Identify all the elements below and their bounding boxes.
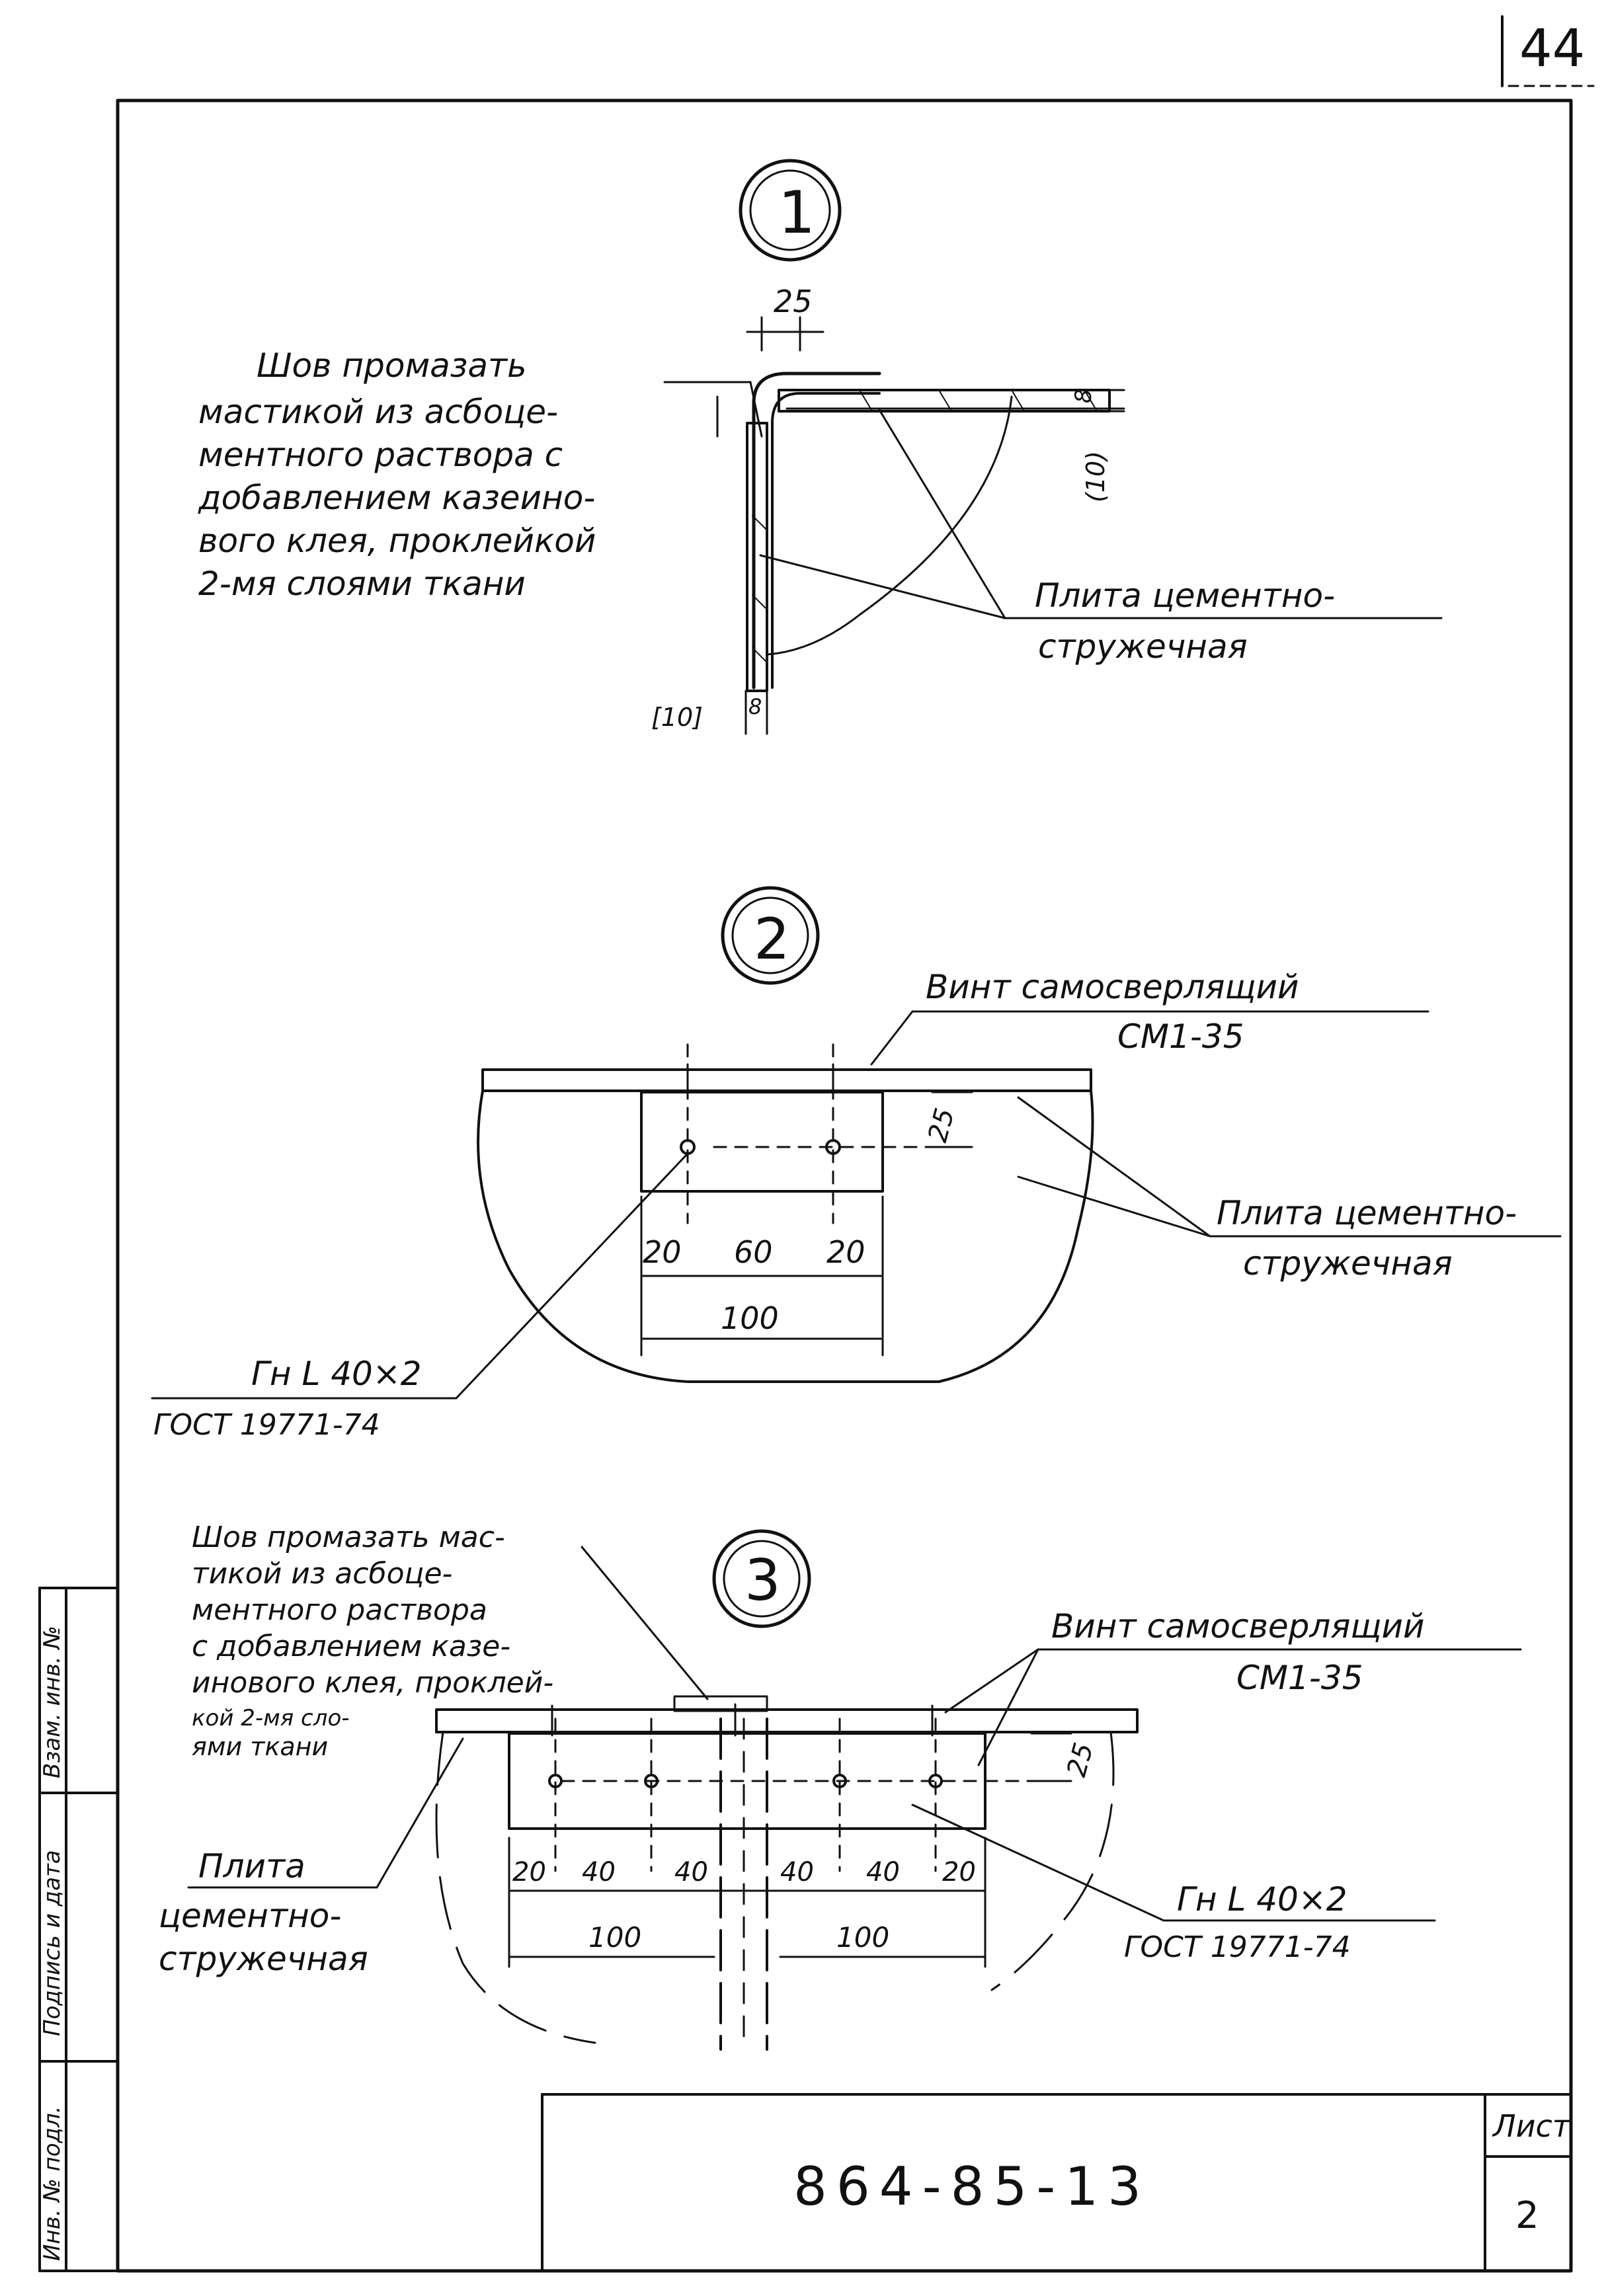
svg-text:100: 100 — [836, 1921, 889, 1954]
screw-label-3: Винт самосверлящий СМ1-35 — [944, 1607, 1522, 1766]
drawing-designation: 864-85-13 — [793, 2156, 1150, 2217]
sheet-number: 2 — [1515, 2194, 1539, 2237]
side-stamp-cell: Инв. № подл. — [39, 2106, 65, 2261]
detail-marker-3: 3 — [712, 1529, 811, 1628]
title-block: 864-85-13 Лист 2 — [541, 2093, 1572, 2272]
svg-text:инового клея, проклей-: инового клея, проклей- — [192, 1666, 553, 1700]
svg-text:[10]: [10] — [651, 703, 703, 732]
svg-text:с добавлением казе-: с добавлением казе- — [192, 1630, 510, 1663]
detail-1: 1 25 8 — [198, 159, 1443, 735]
svg-text:Винт самосверлящий: Винт самосверлящий — [1051, 1607, 1425, 1645]
svg-text:стружечная: стружечная — [159, 1940, 368, 1978]
svg-text:ями ткани: ями ткани — [192, 1732, 328, 1761]
dim-25: 25 — [746, 284, 824, 352]
side-stamp: Инв. № подл. Подпись и дата Взам. инв. № — [38, 1587, 119, 2272]
svg-text:вого клея, проклейкой: вого клея, проклейкой — [198, 522, 596, 560]
svg-text:Гн L 40×2: Гн L 40×2 — [1177, 1880, 1347, 1919]
svg-text:8: 8 — [1070, 389, 1097, 403]
page-number-block: 44 — [1501, 15, 1585, 87]
sheet-frame — [116, 99, 1573, 2273]
angle-profile-2 — [640, 1043, 967, 1224]
dims-2: 20 60 20 100 25 — [640, 1091, 973, 1357]
svg-text:2-мя слоями ткани: 2-мя слоями ткани — [198, 565, 526, 603]
svg-text:(10): (10) — [1081, 451, 1110, 502]
svg-text:100: 100 — [721, 1300, 779, 1336]
svg-text:стружечная: стружечная — [1038, 627, 1248, 666]
plate-label-2: Плита цементно- стружечная — [1017, 1096, 1562, 1283]
plate-2 — [477, 1063, 1094, 1383]
svg-text:добавлением казеино-: добавлением казеино- — [198, 479, 595, 517]
svg-text:Гн L 40×2: Гн L 40×2 — [251, 1355, 422, 1393]
side-stamp-cell: Подпись и дата — [39, 1850, 65, 2036]
detail-marker-2: 2 — [721, 886, 820, 985]
svg-text:40: 40 — [866, 1857, 900, 1887]
side-stamp-cell: Взам. инв. № — [39, 1626, 65, 1778]
svg-text:Винт самосверлящий: Винт самосверлящий — [926, 968, 1299, 1006]
dim-bottom: [10] 8 — [651, 690, 768, 735]
svg-text:ментного раствора с: ментного раствора с — [198, 436, 563, 474]
svg-text:1: 1 — [778, 178, 815, 247]
screw-label-2: Винт самосверлящий СМ1-35 — [870, 968, 1429, 1066]
svg-text:ГОСТ 19771-74: ГОСТ 19771-74 — [153, 1408, 380, 1442]
svg-text:40: 40 — [674, 1857, 708, 1887]
svg-text:25: 25 — [774, 284, 813, 319]
svg-text:20: 20 — [512, 1857, 546, 1887]
dim-right: 8 (10) — [1070, 389, 1125, 502]
svg-text:60: 60 — [734, 1234, 773, 1270]
angle-profile-3 — [508, 1718, 1059, 2051]
plate-label-1: Плита цементно- стружечная — [759, 409, 1443, 666]
svg-text:Шов промазать мас-: Шов промазать мас- — [192, 1521, 505, 1554]
svg-text:20: 20 — [826, 1234, 865, 1270]
svg-text:мастикой из асбоце-: мастикой из асбоце- — [198, 393, 558, 431]
svg-text:кой 2-мя сло-: кой 2-мя сло- — [192, 1705, 350, 1731]
profile-label-2: Гн L 40×2 ГОСТ 19771-74 — [151, 1152, 689, 1442]
svg-text:3: 3 — [744, 1548, 781, 1614]
svg-text:20: 20 — [643, 1234, 682, 1270]
page-number: 44 — [1519, 19, 1585, 79]
svg-text:20: 20 — [942, 1857, 976, 1887]
dims-3: 20 40 40 40 40 20 100 100 25 — [508, 1732, 1100, 1968]
seam-note-1: Шов промазать мастикой из асбоце- ментно… — [198, 346, 763, 603]
svg-text:СМ1-35: СМ1-35 — [1117, 1017, 1244, 1056]
plate-label-3: Плита цементно- стружечная — [159, 1737, 464, 1978]
svg-text:2: 2 — [754, 906, 790, 972]
svg-text:ментного раствора: ментного раствора — [192, 1593, 487, 1627]
profile-label-3: Гн L 40×2 ГОСТ 19771-74 — [911, 1803, 1436, 1964]
svg-text:Шов промазать: Шов промазать — [257, 346, 527, 385]
svg-text:Плита: Плита — [198, 1847, 305, 1885]
svg-text:тикой из асбоце-: тикой из асбоце- — [192, 1557, 452, 1591]
detail-3: 3 — [159, 1521, 1522, 2051]
svg-text:40: 40 — [780, 1857, 814, 1887]
svg-text:25: 25 — [922, 1105, 961, 1146]
svg-text:стружечная: стружечная — [1243, 1244, 1453, 1283]
svg-text:СМ1-35: СМ1-35 — [1236, 1659, 1363, 1697]
svg-text:100: 100 — [588, 1921, 641, 1954]
svg-text:25: 25 — [1061, 1740, 1100, 1780]
sheet-label: Лист — [1492, 2108, 1571, 2144]
svg-text:ГОСТ 19771-74: ГОСТ 19771-74 — [1124, 1930, 1351, 1964]
svg-text:Плита цементно-: Плита цементно- — [1217, 1194, 1517, 1232]
svg-text:цементно-: цементно- — [159, 1897, 341, 1935]
seam-note-3: Шов промазать мас- тикой из асбоце- мент… — [192, 1521, 709, 1761]
svg-text:8: 8 — [748, 694, 762, 719]
svg-text:40: 40 — [582, 1857, 616, 1887]
svg-text:Плита цементно-: Плита цементно- — [1035, 576, 1335, 615]
detail-2: 2 20 60 20 100 — [151, 886, 1562, 1442]
detail-marker-1: 1 — [739, 159, 842, 262]
